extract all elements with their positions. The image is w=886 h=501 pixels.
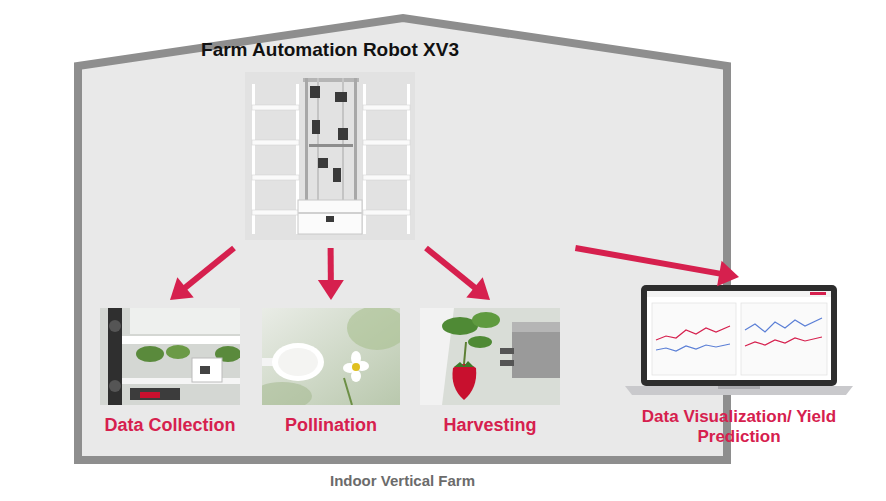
farm-building: Indoor Vertical FarmFarm Automation Robo… bbox=[78, 18, 727, 460]
caption-label: Harvesting bbox=[443, 415, 536, 437]
caption-label: Data Visualization/ Yield Prediction bbox=[641, 407, 837, 448]
arrow-line bbox=[184, 248, 234, 289]
flow-arrow bbox=[318, 248, 344, 300]
flow-arrow bbox=[426, 248, 490, 300]
arrow-head bbox=[717, 261, 739, 287]
title-label: Farm Automation Robot XV3 bbox=[201, 39, 459, 62]
flow-arrow bbox=[575, 248, 739, 286]
function-photo: Pollination bbox=[262, 308, 400, 405]
arrow-head bbox=[170, 277, 194, 300]
function-photo: Data Collection bbox=[100, 308, 240, 405]
pollination-photo bbox=[252, 306, 407, 410]
arrow-head bbox=[318, 280, 344, 300]
laptop-picture bbox=[625, 285, 853, 395]
robot-picture bbox=[245, 72, 415, 240]
harvesting-photo bbox=[420, 308, 560, 405]
data-collection-photo bbox=[100, 308, 241, 405]
laptop-node: Data Visualization/ Yield Prediction bbox=[625, 285, 853, 395]
arrow-line bbox=[575, 248, 721, 274]
flow-arrow bbox=[170, 248, 234, 300]
arrow-line bbox=[328, 248, 334, 282]
house-outline bbox=[78, 18, 727, 460]
caption-label: Pollination bbox=[285, 415, 377, 437]
arrow-line bbox=[426, 248, 476, 289]
region-label: Indoor Vertical Farm bbox=[330, 472, 475, 490]
caption-label: Data Collection bbox=[104, 415, 235, 437]
robot-node: Farm Automation Robot XV3 bbox=[245, 72, 415, 240]
function-photo: Harvesting bbox=[420, 308, 560, 405]
arrow-head bbox=[466, 277, 490, 300]
